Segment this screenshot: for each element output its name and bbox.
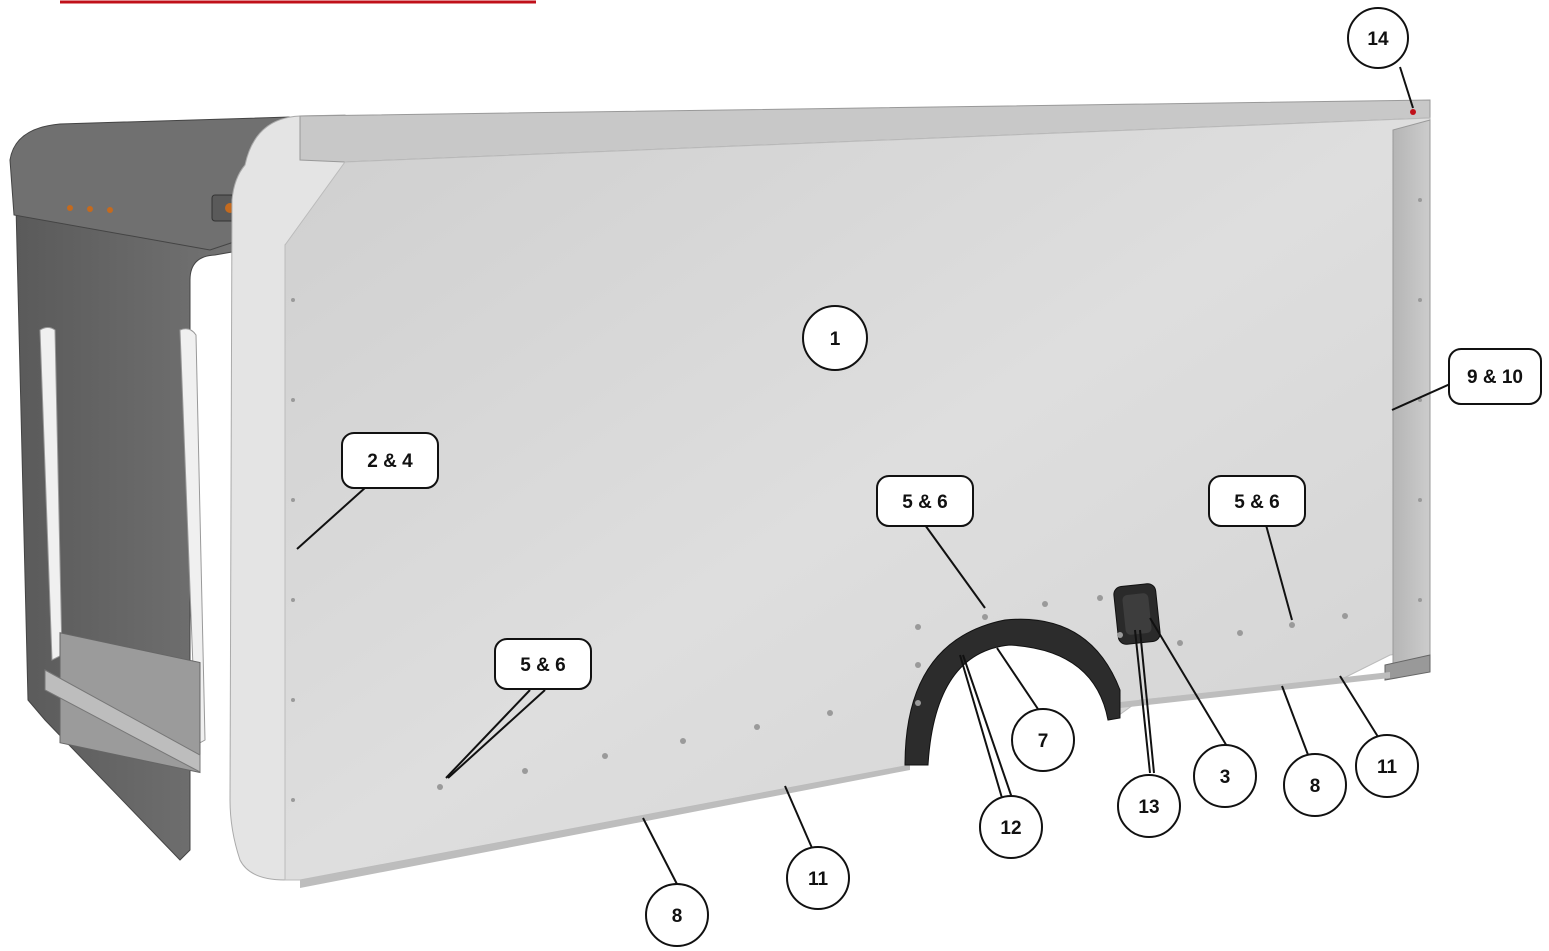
callout-9-10: 9 & 10 xyxy=(1448,348,1542,405)
callouts: 14 1 9 & 10 2 & 4 5 & 6 5 & 6 5 & 6 7 xyxy=(341,7,1542,947)
callout-5-6-left-label: 5 & 6 xyxy=(520,655,565,676)
callout-11-left: 11 xyxy=(786,846,850,910)
callout-12-label: 12 xyxy=(1000,818,1021,839)
callout-14-label: 14 xyxy=(1367,29,1389,50)
callout-5-6-center-label: 5 & 6 xyxy=(902,492,947,513)
callout-8-right-label: 8 xyxy=(1310,776,1321,797)
callout-8-left-label: 8 xyxy=(672,906,683,927)
leader-lines xyxy=(296,66,1469,891)
front-corner-post xyxy=(229,114,346,881)
callout-5-6-right: 5 & 6 xyxy=(1208,475,1306,527)
callout-3-label: 3 xyxy=(1220,767,1231,788)
callout-13: 13 xyxy=(1117,774,1181,838)
front-end-wall xyxy=(14,117,301,861)
callout-1: 1 xyxy=(802,305,868,371)
callout-2-4: 2 & 4 xyxy=(341,432,439,489)
callout-5-6-right-label: 5 & 6 xyxy=(1234,492,1279,513)
callout-11-left-label: 11 xyxy=(808,869,829,890)
callout-12: 12 xyxy=(979,795,1043,859)
callout-2-4-label: 2 & 4 xyxy=(367,451,413,472)
rivets xyxy=(291,109,1422,802)
bottom-sill xyxy=(300,765,910,888)
access-door xyxy=(1113,583,1161,645)
callout-8-left: 8 xyxy=(645,883,709,947)
callout-13-label: 13 xyxy=(1138,797,1159,818)
callout-7-label: 7 xyxy=(1038,731,1049,752)
callout-8-right: 8 xyxy=(1283,753,1347,817)
callout-11-right: 11 xyxy=(1355,734,1419,798)
callout-3: 3 xyxy=(1193,744,1257,808)
callout-14: 14 xyxy=(1347,7,1409,69)
callout-9-10-label: 9 & 10 xyxy=(1467,367,1523,388)
bottom-sill-rear xyxy=(1120,672,1390,708)
callout-7: 7 xyxy=(1011,708,1075,772)
callout-11-right-label: 11 xyxy=(1377,757,1398,778)
callout-5-6-center: 5 & 6 xyxy=(876,475,974,527)
callout-1-label: 1 xyxy=(830,329,841,350)
callout-5-6-left: 5 & 6 xyxy=(494,638,592,690)
